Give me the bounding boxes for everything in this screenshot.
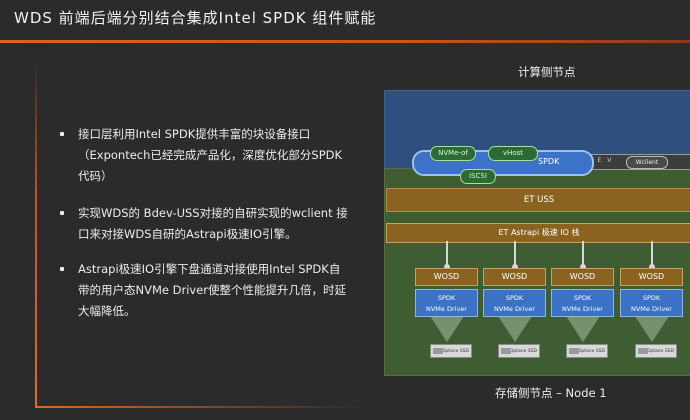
wosd-box: WOSD [620,268,683,286]
bullet-dot-icon [60,267,64,271]
spdk-label: SPDK [538,157,560,166]
down-arrow-icon [430,316,464,342]
accent-line [35,58,37,408]
nvme-driver-box: SPDK NVMe Driver [620,289,683,317]
nvme-driver-box: SPDK NVMe Driver [551,289,614,317]
connector-line [649,241,655,270]
bullet-text: 接口层利用Intel SPDK提供丰富的块设备接口（Expontech已经完成产… [78,127,343,183]
driver-line2: NVMe Driver [562,305,603,313]
connector-line [580,241,586,270]
connector-line [512,241,518,270]
wosd-column: WOSD SPDK NVMe Driver [551,268,614,317]
driver-line1: SPDK [642,294,661,302]
title-underline [0,40,690,43]
optane-ssd-icon: Optane SSD [635,344,677,358]
bullet-list: 接口层利用Intel SPDK提供丰富的块设备接口（Expontech已经完成产… [58,124,348,336]
storage-node-label: 存储侧节点 – Node 1 [495,386,607,400]
optane-ssd-icon: Optane SSD [566,344,608,358]
driver-line2: NVMe Driver [631,305,672,313]
bullet-dot-icon [60,132,64,136]
protocol-vhost: vHost [488,146,538,161]
down-arrow-icon [566,316,600,342]
bullet-item: 接口层利用Intel SPDK提供丰富的块设备接口（Expontech已经完成产… [58,124,348,187]
accent-line-bottom [35,406,365,408]
driver-line1: SPDK [437,294,456,302]
wosd-box: WOSD [415,268,478,286]
wosd-box: WOSD [483,268,546,286]
bullet-item: 实现WDS的 Bdev-USS对接的自研实现的wclient 接口来对接WDS自… [58,203,348,245]
astrapi-bar: ET Astrapi 极速 IO 栈 [386,223,690,243]
wosd-column: WOSD SPDK NVMe Driver [415,268,478,317]
wosd-column: WOSD SPDK NVMe Driver [483,268,546,317]
bdev-label: B D E V [577,157,614,164]
optane-ssd-icon: Optane SSD [498,344,540,358]
optane-ssd-icon: Optane SSD [430,344,472,358]
driver-line1: SPDK [505,294,524,302]
down-arrow-icon [635,316,669,342]
connector-line [444,241,450,270]
nvme-driver-box: SPDK NVMe Driver [483,289,546,317]
driver-line2: NVMe Driver [426,305,467,313]
et-uss-bar: ET USS [386,188,690,212]
protocol-nvmeof: NVMe-of [430,146,476,161]
driver-line2: NVMe Driver [494,305,535,313]
bullet-text: Astrapi极速IO引擎下盘通道对接使用Intel SPDK自带的用户态NVM… [78,262,347,318]
wclient-pill: Wclient [626,156,668,169]
nvme-driver-box: SPDK NVMe Driver [415,289,478,317]
driver-line1: SPDK [573,294,592,302]
compute-node-label: 计算侧节点 [518,65,576,79]
wosd-box: WOSD [551,268,614,286]
protocol-iscsi: iSCSI [460,169,496,184]
page-title: WDS 前端后端分别结合集成Intel SPDK 组件赋能 [14,9,377,27]
bullet-text: 实现WDS的 Bdev-USS对接的自研实现的wclient 接口来对接WDS自… [78,206,348,241]
bullet-dot-icon [60,211,64,215]
wosd-column: WOSD SPDK NVMe Driver [620,268,683,317]
down-arrow-icon [498,316,532,342]
bullet-item: Astrapi极速IO引擎下盘通道对接使用Intel SPDK自带的用户态NVM… [58,259,348,322]
